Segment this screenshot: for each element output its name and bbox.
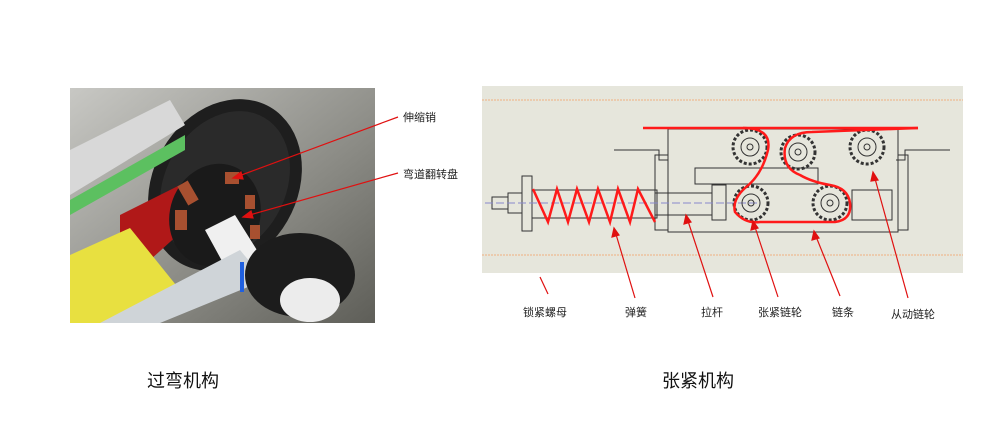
caption-tension-mechanism: 张紧机构 [662,371,734,392]
caption-curve-mechanism: 过弯机构 [147,371,219,392]
highlight-overlay [531,126,919,227]
callout-pull-rod: 拉杆 [701,306,723,319]
callout-telescopic-pin: 伸缩销 [403,111,436,124]
callout-driven-sprocket: 从动链轮 [891,308,935,321]
callout-spring: 弹簧 [625,306,647,319]
callout-lock-nut: 锁紧螺母 [523,306,567,319]
callout-arrows [231,116,909,299]
curve-mechanism-render [70,88,375,323]
sprocket-group [731,128,886,222]
callout-tension-sprocket: 张紧链轮 [758,306,802,319]
tension-mechanism-drawing [482,86,963,273]
callout-curve-flip-disc: 弯道翻转盘 [403,168,458,181]
callout-chain: 链条 [832,306,854,319]
